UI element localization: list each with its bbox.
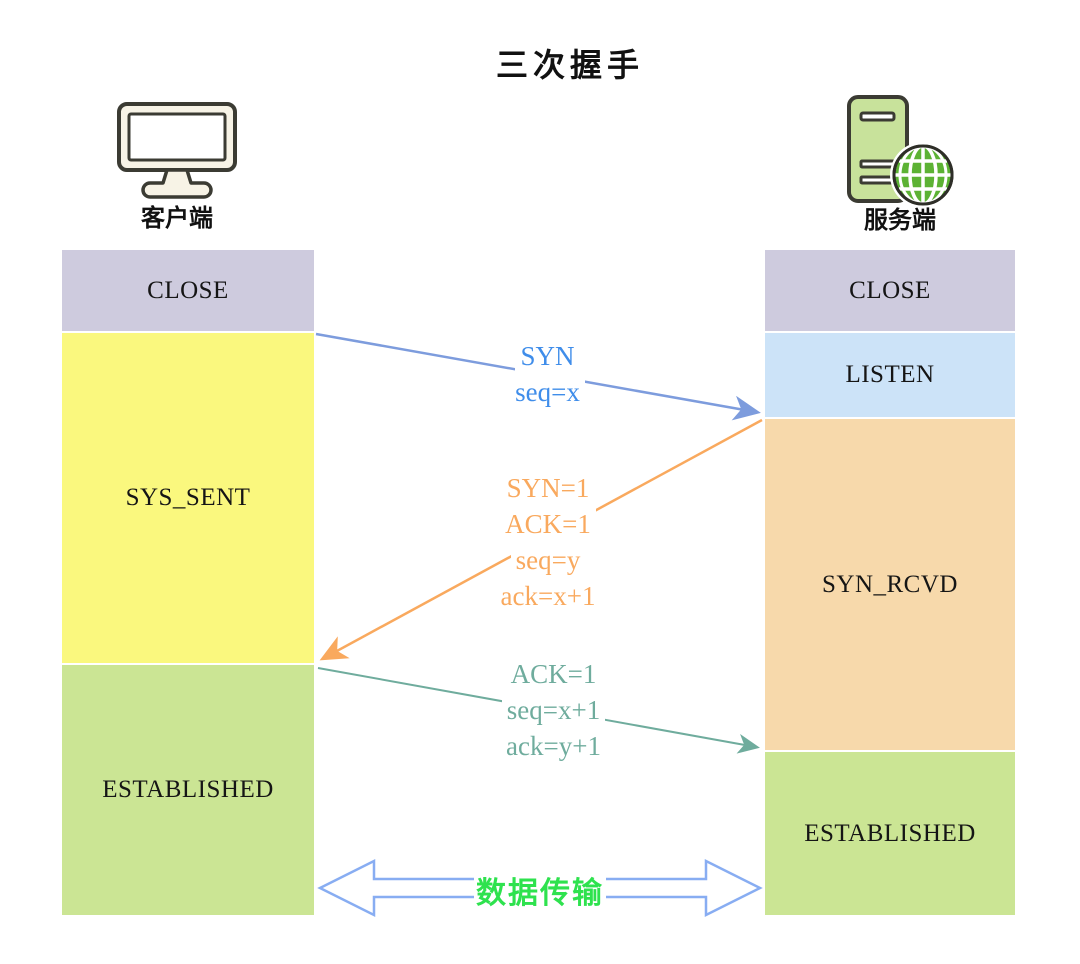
client-state-close-label: CLOSE [147,276,229,304]
diagram-title: 三次握手 [495,47,644,83]
client-state-column: CLOSE SYS_SENT ESTABLISHED [62,250,314,915]
data-transfer-text: 数据传输 [474,868,606,912]
syn-message-label: SYN seq=x [485,338,610,410]
ack-message-label: ACK=1 seq=x+1 ack=y+1 [486,656,621,764]
client-label: 客户端 [141,206,213,232]
syn-ack-line-1: SYN=1 [501,470,595,506]
client-state-established: ESTABLISHED [62,665,314,915]
server-state-listen: LISTEN [765,333,1015,417]
server-state-established-label: ESTABLISHED [804,819,976,847]
server-state-established: ESTABLISHED [765,752,1015,915]
syn-ack-line-4: ack=x+1 [495,578,601,614]
server-label: 服务端 [864,208,936,234]
client-state-sys-sent-label: SYS_SENT [125,484,251,511]
syn-ack-line-2: ACK=1 [500,506,596,542]
server-state-column: CLOSE LISTEN SYN_RCVD ESTABLISHED [765,250,1015,915]
server-state-listen-label: LISTEN [845,361,935,388]
ack-line-1: ACK=1 [505,656,602,692]
syn-line-2: seq=x [510,374,585,410]
server-state-close-label: CLOSE [849,276,931,304]
syn-ack-message-label: SYN=1 ACK=1 seq=y ack=x+1 [478,470,618,614]
client-state-established-label: ESTABLISHED [102,776,274,803]
server-state-syn-rcvd: SYN_RCVD [765,419,1015,750]
server-state-close: CLOSE [765,250,1015,331]
ack-line-2: seq=x+1 [501,692,606,728]
syn-line-1: SYN [515,338,580,374]
ack-line-3: ack=y+1 [501,728,606,764]
syn-ack-line-3: seq=y [510,542,586,578]
server-state-syn-rcvd-label: SYN_RCVD [822,570,958,598]
client-monitor-icon [117,102,237,199]
data-transfer-label: 数据传输 [460,868,620,912]
client-state-close: CLOSE [62,250,314,331]
server-icon [847,95,956,208]
client-state-sys-sent: SYS_SENT [62,333,314,663]
